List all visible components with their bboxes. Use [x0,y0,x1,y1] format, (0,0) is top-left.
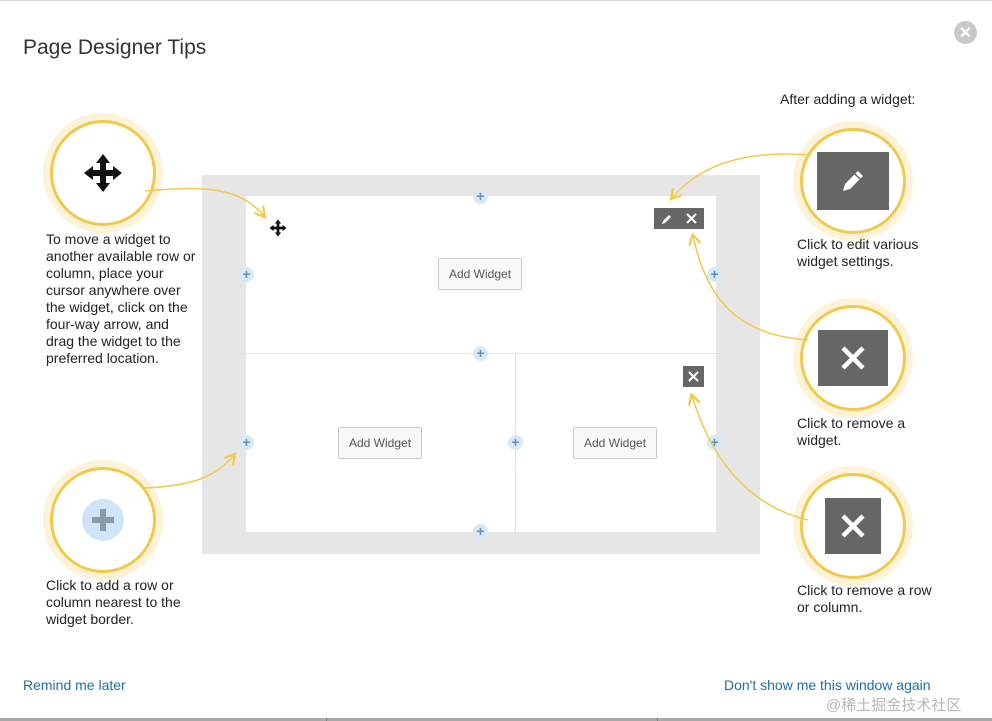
top-border [0,0,992,1]
move-cursor-icon [269,219,287,237]
add-widget-button[interactable]: Add Widget [438,258,523,290]
add-column-right-lower-button[interactable]: + [707,435,722,450]
remove-column-button[interactable] [683,366,704,387]
add-widget-button[interactable]: Add Widget [338,427,423,459]
edit-tip-box [817,152,889,210]
move-icon [84,154,122,192]
add-column-right-button[interactable]: + [707,267,722,282]
mockup-canvas [246,196,716,532]
edit-tip-circle [800,128,906,234]
remove-widget-tip-circle [800,305,906,411]
edit-tip-text: Click to edit various widget settings. [797,236,919,269]
close-icon [688,371,699,382]
close-button[interactable]: ✕ [954,21,977,44]
plus-icon [82,499,124,541]
add-tip-text: Click to add a row or column nearest to … [46,577,181,627]
edit-widget-button[interactable] [654,208,679,229]
pencil-icon [843,171,863,191]
remove-widget-button[interactable] [679,208,704,229]
add-widget-button[interactable]: Add Widget [573,427,658,459]
add-tip-circle [50,467,156,573]
add-column-left-lower-button[interactable]: + [239,435,254,450]
add-row-top-button[interactable]: + [473,189,488,204]
close-circle-icon: ✕ [958,24,973,42]
remove-row-tip-box [825,498,881,554]
dialog-title: Page Designer Tips [23,36,207,59]
remind-later-link[interactable]: Remind me later [23,677,126,693]
watermark: @稀土掘金技术社区 [826,697,962,714]
close-icon [841,346,865,370]
move-tip-text: To move a widget to another available ro… [46,231,196,366]
close-icon [686,213,697,224]
remove-widget-tip-box [818,330,888,386]
dont-show-again-link[interactable]: Don't show me this window again [724,677,931,693]
add-column-left-button[interactable]: + [239,267,254,282]
remove-row-tip-circle [800,473,906,579]
remove-widget-tip-text: Click to remove a widget. [797,415,906,448]
close-icon [841,514,865,538]
add-row-middle-button[interactable]: + [473,346,488,361]
pencil-icon [661,214,671,224]
move-tip-circle [50,120,156,226]
add-column-middle-button[interactable]: + [508,435,523,450]
bottom-border [0,718,992,721]
after-adding-label: After adding a widget: [780,91,916,107]
widget-controls [654,208,704,229]
remove-row-tip-text: Click to remove a row or column. [797,582,932,615]
add-row-bottom-button[interactable]: + [473,524,488,539]
